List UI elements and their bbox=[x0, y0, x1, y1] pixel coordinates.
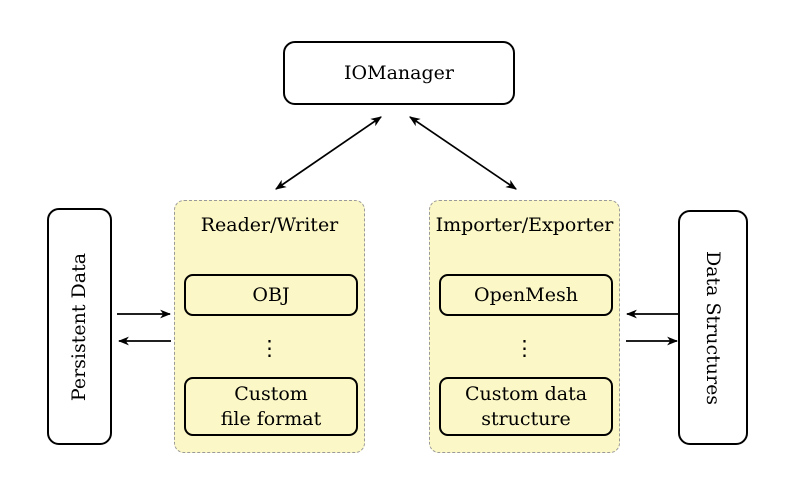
node-data-structures: Data Structures bbox=[678, 210, 748, 445]
group-importer-exporter-title: Importer/Exporter bbox=[435, 214, 614, 236]
group-reader-writer-title: Reader/Writer bbox=[200, 214, 339, 236]
node-persistent-data: Persistent Data bbox=[47, 208, 112, 445]
ellipsis-importer-exporter: ⋮ bbox=[514, 336, 535, 360]
node-custom-data-structure: Custom data structure bbox=[439, 377, 613, 436]
node-custom-file-format: Custom file format bbox=[184, 377, 358, 436]
node-custom-data-structure-line2: structure bbox=[481, 407, 571, 430]
node-custom-file-format-line1: Custom bbox=[234, 382, 308, 405]
node-openmesh: OpenMesh bbox=[439, 274, 613, 316]
node-data-structures-label: Data Structures bbox=[702, 250, 724, 405]
arrow-iomanager-readerwriter bbox=[275, 116, 382, 190]
node-iomanager: IOManager bbox=[283, 41, 515, 105]
node-custom-data-structure-line1: Custom data bbox=[464, 382, 588, 405]
ellipsis-reader-writer: ⋮ bbox=[259, 336, 280, 360]
node-openmesh-label: OpenMesh bbox=[474, 283, 578, 306]
arrow-iomanager-importerexporter bbox=[409, 116, 517, 190]
node-iomanager-label: IOManager bbox=[344, 62, 454, 84]
node-obj: OBJ bbox=[184, 274, 358, 316]
node-obj-label: OBJ bbox=[252, 283, 290, 306]
node-persistent-data-label: Persistent Data bbox=[68, 252, 91, 401]
group-importer-exporter: Importer/Exporter OpenMesh ⋮ Custom data… bbox=[429, 200, 620, 453]
group-reader-writer: Reader/Writer OBJ ⋮ Custom file format bbox=[174, 200, 365, 453]
node-custom-file-format-line2: file format bbox=[220, 407, 322, 430]
